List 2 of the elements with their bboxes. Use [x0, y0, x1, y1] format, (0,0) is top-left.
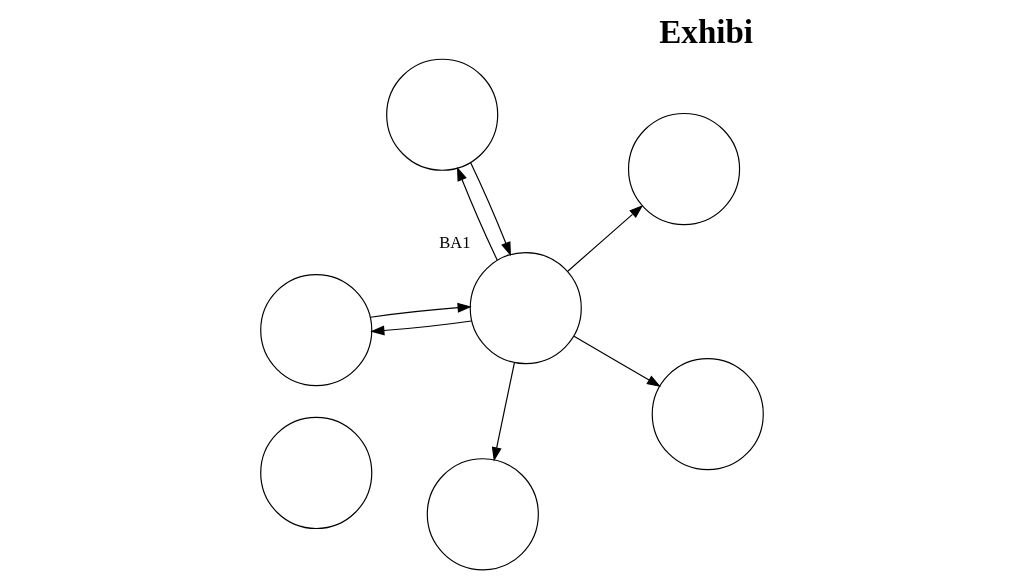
diagram-title: Exhibi [659, 14, 754, 51]
node-label: BA1 [439, 233, 471, 253]
